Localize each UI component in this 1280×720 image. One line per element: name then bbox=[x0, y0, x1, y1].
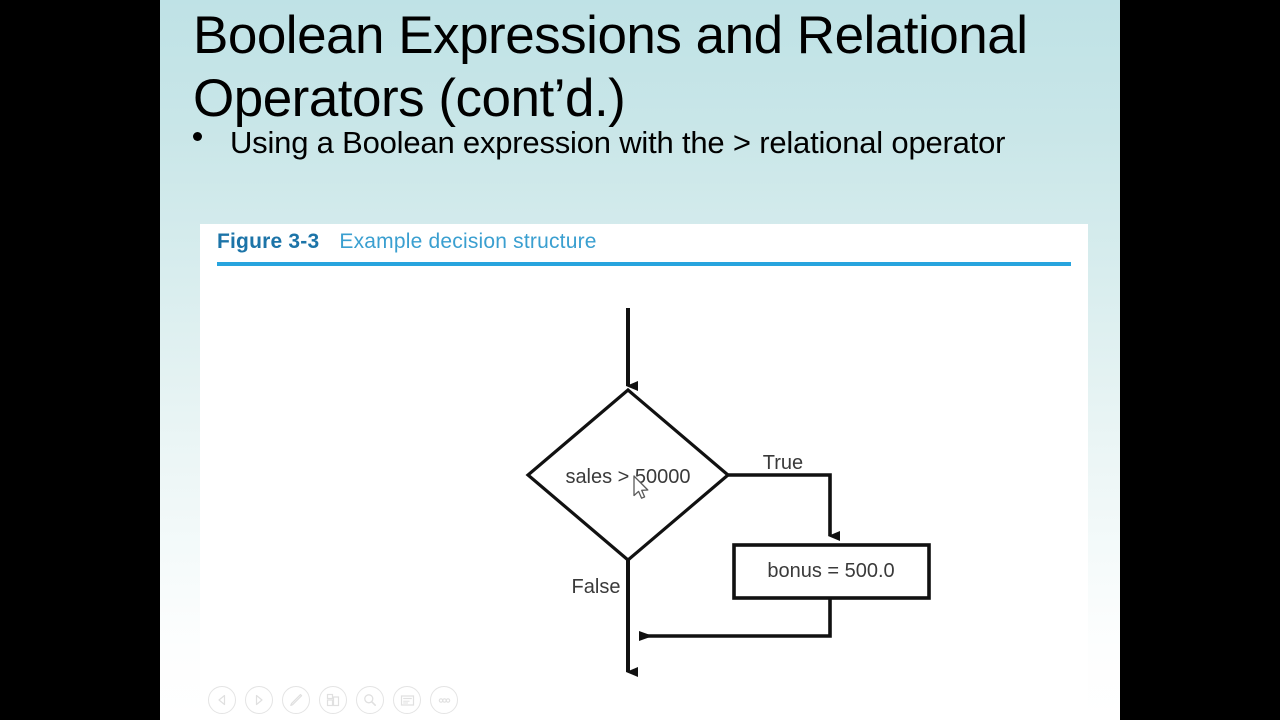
pen-tool-button[interactable] bbox=[282, 686, 310, 714]
more-options-button[interactable] bbox=[430, 686, 458, 714]
pen-icon bbox=[290, 694, 303, 706]
false-label: False bbox=[572, 576, 621, 598]
triangle-left-icon bbox=[218, 694, 226, 706]
figure-caption: Figure 3-3 Example decision structure bbox=[217, 230, 597, 254]
process-label: bonus = 500.0 bbox=[767, 560, 894, 582]
next-slide-button[interactable] bbox=[245, 686, 273, 714]
previous-slide-button[interactable] bbox=[208, 686, 236, 714]
triangle-right-icon bbox=[255, 694, 263, 706]
letterbox-left bbox=[0, 0, 160, 720]
zoom-button[interactable] bbox=[356, 686, 384, 714]
magnifier-icon bbox=[364, 694, 376, 706]
ellipsis-icon bbox=[438, 697, 450, 703]
true-label: True bbox=[763, 452, 803, 474]
captions-button[interactable] bbox=[393, 686, 421, 714]
figure-label: Figure 3-3 bbox=[217, 230, 320, 253]
bullet-list: Using a Boolean expression with the > re… bbox=[190, 120, 1080, 165]
bullet-marker-icon bbox=[193, 132, 202, 141]
page-title: Boolean Expressions and Relational Opera… bbox=[193, 6, 1028, 128]
bullet-item-text: Using a Boolean expression with the > re… bbox=[230, 125, 1006, 160]
slide-overview-button[interactable] bbox=[319, 686, 347, 714]
presentation-slide: Boolean Expressions and Relational Opera… bbox=[160, 0, 1120, 720]
figure-divider bbox=[217, 262, 1071, 266]
flowchart-diagram: sales > 50000 True bonus = 500.0 False bbox=[525, 308, 931, 677]
merge-line bbox=[639, 598, 832, 641]
grid-slides-icon bbox=[326, 693, 340, 707]
figure-panel: Figure 3-3 Example decision structure sal… bbox=[200, 224, 1088, 720]
figure-title: Example decision structure bbox=[339, 230, 597, 253]
letterbox-right bbox=[1120, 0, 1280, 720]
playback-toolbar[interactable] bbox=[208, 686, 458, 714]
true-branch-line bbox=[728, 473, 840, 541]
caption-panel-icon bbox=[400, 694, 414, 706]
decision-label: sales > 50000 bbox=[565, 466, 690, 488]
